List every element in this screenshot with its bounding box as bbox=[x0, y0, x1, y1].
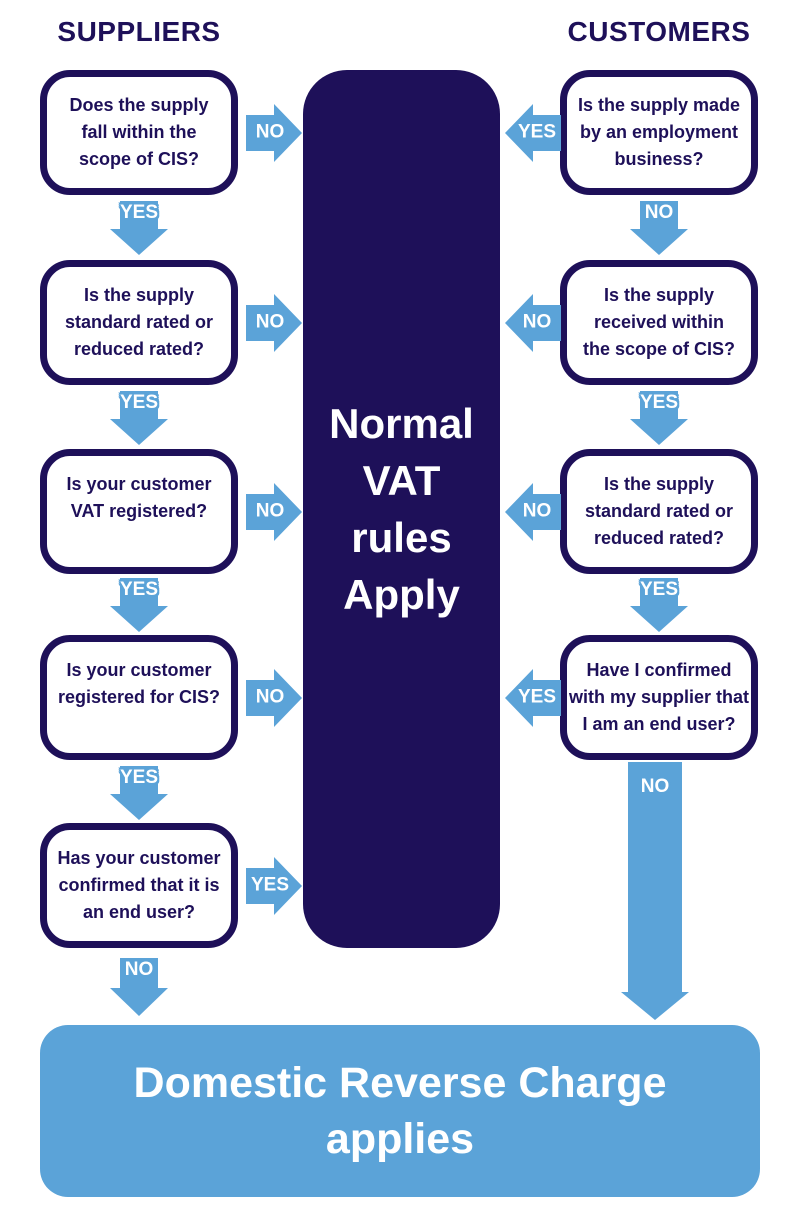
arrow-label: NO bbox=[522, 311, 552, 333]
supplier-q2-arrow-right-icon: NO bbox=[246, 294, 302, 352]
arrow-label: YES bbox=[119, 392, 159, 413]
question-text: Is your customer registered for CIS? bbox=[57, 660, 221, 707]
arrow-label: NO bbox=[255, 686, 285, 708]
arrow-label: NO bbox=[640, 776, 670, 797]
normal-vat-rules-box: Normal VAT rules Apply bbox=[303, 70, 500, 948]
customer-question-3-box: Is the supply standard rated or reduced … bbox=[560, 449, 758, 574]
question-text: Has your customer confirmed that it is a… bbox=[57, 848, 221, 922]
arrow-label: NO bbox=[255, 311, 285, 333]
supplier-question-3-box: Is your customer VAT registered? bbox=[40, 449, 238, 574]
arrow-label: YES bbox=[517, 686, 557, 708]
supplier-q2-arrow-down-icon: YES bbox=[110, 391, 168, 445]
arrow-label: NO bbox=[255, 500, 285, 522]
arrow-label: NO bbox=[255, 121, 285, 143]
normal-vat-rules-text: Normal VAT rules Apply bbox=[329, 400, 474, 618]
question-text: Is the supply standard rated or reduced … bbox=[64, 285, 214, 359]
customer-question-1-box: Is the supply made by an employment busi… bbox=[560, 70, 758, 195]
supplier-question-4-box: Is your customer registered for CIS? bbox=[40, 635, 238, 760]
customer-q2-arrow-left-icon: NO bbox=[505, 294, 561, 352]
supplier-q4-arrow-right-icon: NO bbox=[246, 669, 302, 727]
supplier-q1-arrow-right-icon: NO bbox=[246, 104, 302, 162]
question-text: Is the supply received within the scope … bbox=[582, 285, 735, 359]
arrow-label: YES bbox=[119, 767, 159, 788]
question-text: Have I confirmed with my supplier that I… bbox=[568, 660, 750, 734]
customer-question-2-box: Is the supply received within the scope … bbox=[560, 260, 758, 385]
question-text: Does the supply fall within the scope of… bbox=[69, 95, 209, 169]
arrow-label: YES bbox=[517, 121, 557, 143]
supplier-question-5-box: Has your customer confirmed that it is a… bbox=[40, 823, 238, 948]
customer-q1-arrow-down-icon: NO bbox=[630, 201, 688, 255]
arrow-label: YES bbox=[639, 392, 679, 413]
arrow-label: NO bbox=[522, 500, 552, 522]
customer-q3-arrow-left-icon: NO bbox=[505, 483, 561, 541]
supplier-q3-arrow-down-icon: YES bbox=[110, 578, 168, 632]
customers-heading: CUSTOMERS bbox=[567, 16, 751, 47]
question-text: Is the supply standard rated or reduced … bbox=[584, 474, 734, 548]
arrow-label: NO bbox=[124, 959, 154, 980]
customer-q2-arrow-down-icon: YES bbox=[630, 391, 688, 445]
arrow-label: NO bbox=[644, 202, 674, 223]
supplier-question-1-box: Does the supply fall within the scope of… bbox=[40, 70, 238, 195]
arrow-label: YES bbox=[639, 579, 679, 600]
supplier-q1-arrow-down-icon: YES bbox=[110, 201, 168, 255]
customer-q1-arrow-left-icon: YES bbox=[505, 104, 561, 162]
customer-q4-long-arrow-down-icon: NO bbox=[621, 762, 689, 1020]
supplier-q5-arrow-right-icon: YES bbox=[246, 857, 302, 915]
domestic-reverse-charge-box: Domestic Reverse Charge applies bbox=[40, 1025, 760, 1197]
question-text: Is the supply made by an employment busi… bbox=[577, 95, 741, 169]
customer-question-4-box: Have I confirmed with my supplier that I… bbox=[560, 635, 758, 760]
question-text: Is your customer VAT registered? bbox=[66, 474, 212, 521]
arrow-label: YES bbox=[119, 579, 159, 600]
suppliers-heading: SUPPLIERS bbox=[57, 16, 221, 47]
supplier-q3-arrow-right-icon: NO bbox=[246, 483, 302, 541]
customer-q4-arrow-left-icon: YES bbox=[505, 669, 561, 727]
arrow-label: YES bbox=[250, 874, 290, 896]
customer-q3-arrow-down-icon: YES bbox=[630, 578, 688, 632]
domestic-reverse-charge-text: Domestic Reverse Charge applies bbox=[133, 1059, 667, 1163]
supplier-q4-arrow-down-icon: YES bbox=[110, 766, 168, 820]
arrow-label: YES bbox=[119, 202, 159, 223]
supplier-q5-arrow-down-icon: NO bbox=[110, 958, 168, 1016]
supplier-question-2-box: Is the supply standard rated or reduced … bbox=[40, 260, 238, 385]
